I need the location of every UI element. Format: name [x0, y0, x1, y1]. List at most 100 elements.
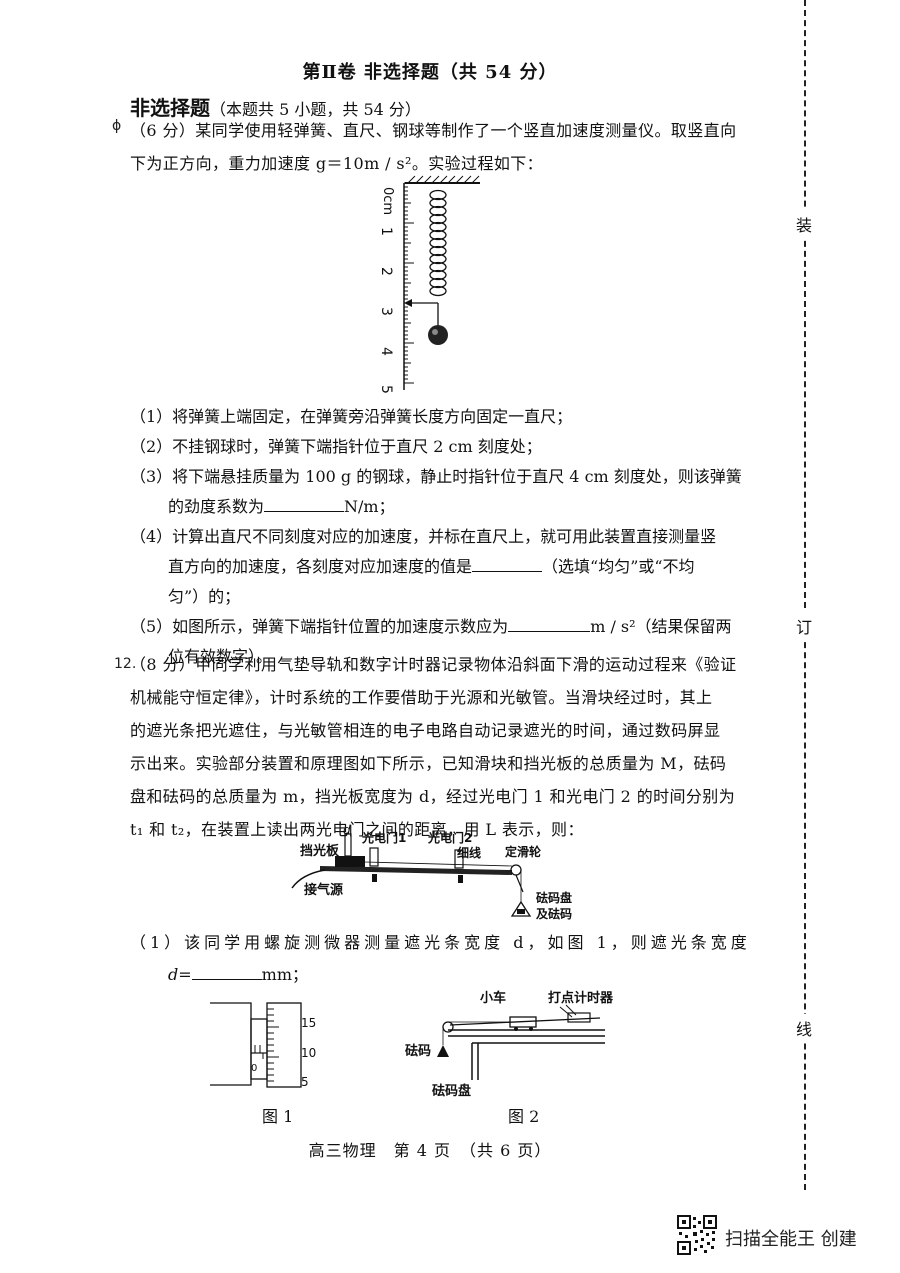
- q12-line3: 的遮光条把光遮住，与光敏管相连的电子电路自动记录遮光的时间，通过数码屏显: [130, 721, 721, 740]
- spring-coil: [429, 245, 447, 257]
- step4-choice: （选填“均匀”或“不均: [542, 557, 695, 576]
- q11-step4-line1: （4）计算出直尺不同刻度对应的加速度，并标在直尺上，就可用此装置直接测量竖: [130, 527, 717, 546]
- q12-line1: （8 分）甲同学利用气垫导轨和数字计时器记录物体沿斜面下滑的运动过程来《验证: [130, 655, 737, 674]
- step4-text: 直方向的加速度，各刻度对应加速度的值是: [168, 557, 473, 576]
- thimble-label-5: 5: [301, 1075, 309, 1089]
- sub1-unit: mm；: [261, 965, 309, 984]
- q12-body: （8 分）甲同学利用气垫导轨和数字计时器记录物体沿斜面下滑的运动过程来《验证 机…: [130, 648, 770, 846]
- spring-coil: [429, 197, 447, 209]
- answer-blank-width[interactable]: [191, 963, 262, 980]
- answer-blank-stiffness[interactable]: [264, 495, 345, 512]
- ruler-tick-label-1: 1: [378, 227, 394, 236]
- tick-timer: [567, 1012, 591, 1023]
- q11-step1: （1）将弹簧上端固定，在弹簧旁沿弹簧长度方向固定一直尺；: [130, 407, 573, 426]
- qr-code-icon: [677, 1215, 717, 1255]
- spring-coil: [429, 253, 447, 265]
- ruler-tick-label-5: 5: [378, 385, 394, 394]
- binding-mark-zhuang: 装: [796, 210, 813, 238]
- q11-step3-line2: 的劲度系数为 N/m；: [130, 492, 770, 522]
- section-heading: 非选择题（本题共 5 小题，共 54 分）: [130, 92, 421, 121]
- q12-line4: 示出来。实验部分装置和原理图如下所示，已知滑块和挡光板的总质量为 M，砝码: [130, 754, 727, 773]
- spring: [429, 189, 447, 297]
- q11-step4-line3: 匀”）的；: [168, 587, 241, 606]
- q12-line6: t₁ 和 t₂，在装置上读出两光电门之间的距离，用 L 表示，则：: [130, 820, 584, 839]
- binding-mark-xian: 线: [796, 1014, 813, 1042]
- spring-coil: [429, 213, 447, 225]
- spring-coil: [429, 205, 447, 217]
- micrometer-figure: 15 10 5 0: [210, 1002, 316, 1089]
- q12-number: 12.: [114, 656, 137, 672]
- q11-step2: （2）不挂钢球时，弹簧下端指针位于直尺 2 cm 刻度处；: [130, 437, 542, 456]
- sub1-d: d=: [168, 965, 192, 984]
- q11-steps: （1）将弹簧上端固定，在弹簧旁沿弹簧长度方向固定一直尺； （2）不挂钢球时，弹簧…: [130, 402, 770, 672]
- label-weights-line1: 砝码盘: [536, 890, 572, 905]
- binding-dashed-line: [804, 0, 806, 1190]
- q11-intro: （6 分）某同学使用轻弹簧、直尺、钢球等制作了一个竖直加速度测量仪。取竖直向 下…: [130, 114, 770, 180]
- label-timer: 打点计时器: [548, 990, 614, 1006]
- hanging-weight: [437, 1045, 449, 1057]
- air-track-figure: 挡光板 d 光电门1 光电门2 细线 定滑轮 接气源 砝码盘 及砝码: [291, 823, 572, 921]
- photogate-2: [454, 849, 464, 869]
- q11-intro-line2: 下为正方向，重力加速度 g＝10m / s²。实验过程如下：: [130, 154, 544, 173]
- spring-coil: [429, 229, 447, 241]
- air-hose: [291, 869, 326, 889]
- slider-block: [335, 856, 365, 867]
- spring-coil: [429, 237, 447, 249]
- step3-unit: N/m；: [344, 497, 395, 516]
- spring-coil: [429, 277, 447, 289]
- q12-line2: 机械能守恒定律》，计时系统的工作要借助于光源和光敏管。当滑块经过时，其上: [130, 688, 713, 707]
- q11-step5-line1: （5）如图所示，弹簧下端指针位置的加速度示数应为 m / s²（结果保留两: [130, 612, 770, 642]
- page-footer: 高三物理 第 4 页 （共 6 页）: [308, 1141, 552, 1160]
- steel-ball: [428, 325, 448, 345]
- ruler-tick-label-3: 3: [378, 307, 394, 316]
- figure-1-caption: 图 1: [262, 1107, 294, 1126]
- spring-coil: [429, 269, 447, 281]
- cart-track-figure: 小车 打点计时器 砝码 砝码盘: [405, 990, 614, 1099]
- label-d: d: [343, 823, 351, 837]
- answer-blank-uniform[interactable]: [472, 555, 543, 572]
- label-shade-plate: 挡光板: [300, 843, 340, 859]
- q11-intro-line1: （6 分）某同学使用轻弹簧、直尺、钢球等制作了一个竖直加速度测量仪。取竖直向: [130, 121, 737, 140]
- step5-unit: m / s²（结果保留两: [590, 617, 732, 636]
- spring-ruler-figure: 0cm 1 2 3 4 5: [378, 175, 480, 394]
- spring-coil: [429, 261, 447, 273]
- spring-coil: [429, 221, 447, 233]
- thimble-label-10: 10: [301, 1046, 316, 1060]
- section-note: （本题共 5 小题，共 54 分）: [210, 100, 421, 119]
- q11-step4-line2: 直方向的加速度，各刻度对应加速度的值是 （选填“均匀”或“不均: [130, 552, 770, 582]
- label-pan: 砝码盘: [432, 1083, 471, 1099]
- ruler-unit-label: 0cm: [380, 187, 395, 215]
- ruler-tick-label-2: 2: [378, 267, 394, 276]
- scanner-watermark: 扫描全能王 创建: [725, 1229, 857, 1250]
- label-gate2: 光电门2: [427, 830, 472, 845]
- label-weights-line2: 及砝码: [536, 906, 572, 921]
- spring-coil: [429, 285, 447, 297]
- answer-blank-acceleration[interactable]: [508, 615, 591, 632]
- photogate-1: [369, 847, 379, 867]
- q12-line5: 盘和砝码的总质量为 m，挡光板宽度为 d，经过光电门 1 和光电门 2 的时间分…: [130, 787, 736, 806]
- q11-step3-line1: （3）将下端悬挂质量为 100 g 的钢球，静止时指针位于直尺 4 cm 刻度处…: [130, 467, 742, 486]
- figure-2-caption: 图 2: [508, 1107, 540, 1126]
- binding-mark-ding: 订: [796, 612, 813, 640]
- weight-pan: [510, 900, 532, 917]
- step3-text: 的劲度系数为: [168, 497, 265, 516]
- label-thread: 细线: [457, 845, 481, 860]
- section-title: 非选择题: [130, 96, 210, 120]
- q11-step5-line2: 位有效数字）。: [168, 647, 273, 666]
- page-title: 第Ⅱ卷 非选择题（共 54 分）: [302, 62, 558, 83]
- pulley: [510, 864, 522, 876]
- shade-plate: [344, 833, 352, 857]
- label-air-source: 接气源: [304, 882, 343, 898]
- label-gate1: 光电门1: [361, 830, 406, 845]
- thimble-label-15: 15: [301, 1016, 316, 1030]
- air-track: [320, 866, 512, 875]
- ruler-tick-label-4: 4: [378, 347, 394, 356]
- label-pulley: 定滑轮: [505, 844, 542, 859]
- spring-coil: [429, 189, 447, 201]
- step5-text: （5）如图所示，弹簧下端指针位置的加速度示数应为: [130, 617, 509, 636]
- label-cart: 小车: [480, 990, 506, 1006]
- margin-scribble: ɸ: [112, 118, 122, 134]
- label-weight: 砝码: [405, 1043, 431, 1059]
- q12-sub1-line1: （1）该同学用螺旋测微器测量遮光条宽度 d，如图 1，则遮光条宽度: [130, 933, 751, 952]
- q12-sub1-line2: d= mm；: [130, 960, 808, 990]
